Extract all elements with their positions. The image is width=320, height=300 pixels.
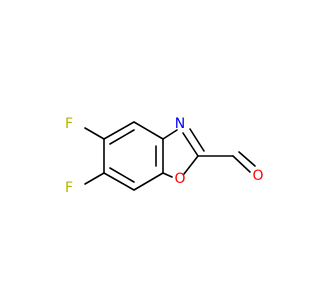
bond-inner-c3a-c4 (109, 129, 135, 145)
bond-c6-c7 (133, 172, 164, 191)
bonds (84, 121, 256, 191)
bond-n-c2 (182, 132, 199, 157)
bond-o-c7a (162, 172, 173, 178)
atom-n-ring: N (175, 116, 185, 132)
bond-c3a-c4 (103, 121, 135, 140)
atom-o-ring: O (174, 171, 185, 187)
bond-cho-o-double (238, 151, 256, 167)
bond-c7a-c3a (133, 121, 164, 140)
bond-n-c2-double (189, 128, 205, 152)
bond-c5-f (84, 127, 105, 140)
atom-labels: F F N O O (65, 116, 264, 196)
bond-inner-c5-c6 (109, 167, 135, 183)
bond-c3a-n (162, 129, 178, 140)
atom-f-upper: F (65, 116, 73, 132)
bond-c2-o (183, 155, 199, 175)
atom-f-lower: F (65, 180, 73, 196)
bond-c4-f (84, 172, 105, 185)
molecule-structure: F F N O O (65, 116, 264, 196)
atom-o-carbonyl: O (252, 168, 263, 184)
bond-c5-c6 (103, 172, 135, 191)
bond-cho-o (232, 155, 251, 173)
